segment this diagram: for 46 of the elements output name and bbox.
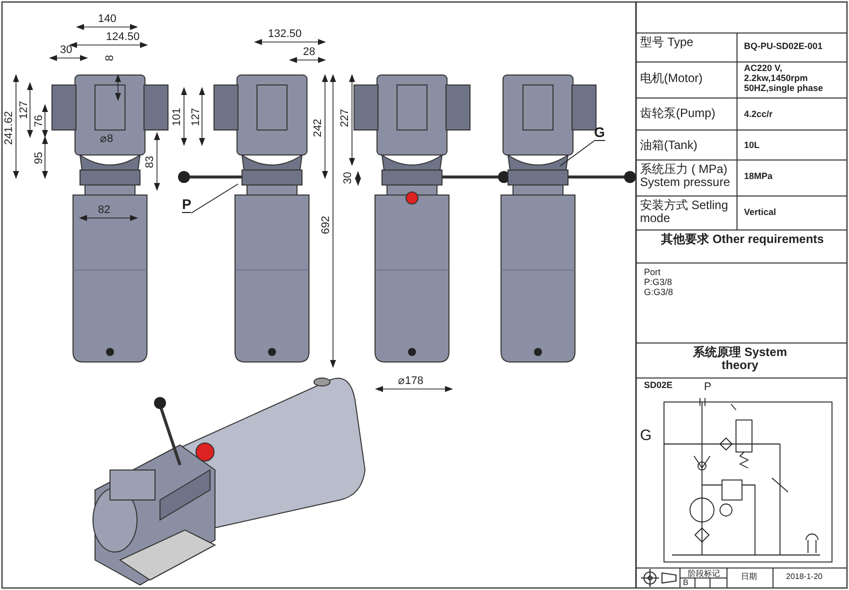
footer-text: 日期 (741, 573, 757, 582)
spec-label: 电机(Motor) (640, 72, 704, 86)
port-label: P (704, 381, 712, 394)
spec-value: 10L (744, 141, 760, 151)
note-text: Port P:G3/8 G:G3/8 (644, 268, 674, 298)
dimension-label: 30 (60, 44, 72, 56)
spec-value: Vertical (744, 208, 776, 218)
spec-label: 安装方式 Setling mode (640, 199, 730, 226)
spec-value: AC220 V, 2.2kw,1450rpm 50HZ,single phase (744, 64, 824, 94)
spec-value: 4.2cc/r (744, 110, 773, 120)
dimension-label: 76 (32, 114, 46, 128)
dimension-label: 83 (144, 156, 156, 168)
port-label: G (640, 428, 652, 444)
leader-line (190, 184, 238, 214)
dimension-label: 127 (18, 100, 30, 120)
dimension-label: 227 (338, 108, 352, 128)
spec-value: SD02E (644, 381, 673, 391)
dimension-label: 127 (190, 108, 202, 126)
spec-label: 型号 Type (640, 36, 694, 50)
dimension-label: 95 (32, 152, 46, 164)
dimension-label: 242 (312, 118, 324, 138)
dimension-label: 82 (98, 204, 110, 216)
dimension-label: 101 (170, 108, 184, 126)
footer-text: 2018-1-20 (786, 573, 822, 582)
dimension-label: 28 (303, 46, 316, 58)
dimension-label: ⌀8 (100, 133, 114, 146)
dimension-label: 8 (104, 54, 116, 62)
footer-text: 阶段标记 (688, 570, 720, 579)
spec-label: 齿轮泵(Pump) (640, 107, 716, 120)
dimension-label: 30 (342, 172, 354, 184)
spec-label: 系统压力 ( MPa) System pressure (640, 163, 732, 190)
dimension-label: ⌀178 (398, 375, 424, 388)
spec-value: BQ-PU-SD02E-001 (744, 42, 823, 52)
section-heading: 其他要求 Other requirements (660, 233, 825, 246)
port-callout: P (182, 196, 192, 213)
leader-line (560, 140, 594, 166)
section-heading: 系统原理 System theory (692, 346, 788, 372)
dimension-label: 241.62 (2, 111, 16, 145)
dimension-label: 124.50 (106, 31, 140, 44)
port-callout: G (594, 124, 605, 141)
spec-value: 18MPa (744, 172, 773, 182)
spec-label: 油箱(Tank) (640, 139, 698, 152)
dimension-label: 692 (320, 216, 332, 234)
dimension-label: 132.50 (268, 28, 302, 40)
footer-text: B (683, 579, 688, 588)
dimension-label: 140 (98, 13, 116, 26)
